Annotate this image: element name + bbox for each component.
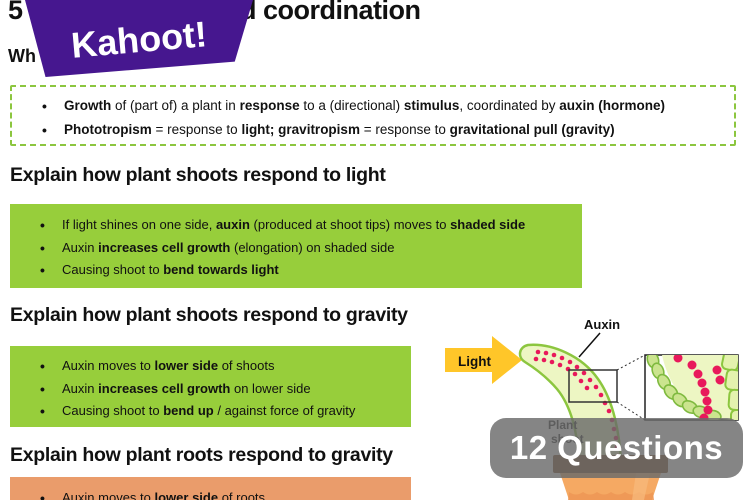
zoom-connector-top — [616, 354, 646, 371]
definition-box: Growth of (part of) a plant in response … — [10, 85, 736, 146]
zoom-connector-bottom — [616, 401, 646, 421]
bullet-item: Auxin increases cell growth (elongation)… — [32, 237, 572, 260]
cell-inset — [644, 354, 739, 421]
heading-shoots-light: Explain how plant shoots respond to ligh… — [10, 164, 386, 186]
bullet-item: Auxin moves to lower side of roots — [32, 487, 401, 500]
bullet-item: Phototropism = response to light; gravit… — [34, 118, 724, 142]
shoots-gravity-bullet-list: Auxin moves to lower side of shootsAuxin… — [32, 355, 401, 423]
shoots-light-bullet-list: If light shines on one side, auxin (prod… — [32, 214, 572, 282]
shoots-gravity-box: Auxin moves to lower side of shootsAuxin… — [10, 346, 411, 427]
bullet-item: Auxin increases cell growth on lower sid… — [32, 378, 401, 401]
large-cells — [721, 355, 738, 420]
bullet-item: Auxin moves to lower side of shoots — [32, 355, 401, 378]
bullet-item: Causing shoot to bend up / against force… — [32, 400, 401, 423]
subtitle-fragment: Wh — [8, 46, 36, 66]
heading-roots-gravity: Explain how plant roots respond to gravi… — [10, 444, 393, 466]
bullet-item: If light shines on one side, auxin (prod… — [32, 214, 572, 237]
page-title-fragment-right: d coordination — [240, 0, 421, 25]
page-title-fragment-left: 5 — [8, 0, 23, 25]
roots-gravity-bullet-list: Auxin moves to lower side of roots — [32, 487, 401, 500]
auxin-label: Auxin — [584, 317, 620, 332]
bullet-item: Causing shoot to bend towards light — [32, 259, 572, 282]
question-count-badge: 12 Questions — [490, 418, 743, 478]
roots-gravity-box: Auxin moves to lower side of roots — [10, 477, 411, 500]
auxin-pointer-line — [578, 332, 601, 358]
kahoot-wordmark: Kahoot! — [69, 13, 209, 66]
kahoot-logo: Kahoot! — [25, 0, 253, 77]
shoots-light-box: If light shines on one side, auxin (prod… — [10, 204, 582, 288]
heading-shoots-gravity: Explain how plant shoots respond to grav… — [10, 304, 408, 326]
zoom-region-rect — [568, 369, 618, 403]
light-label: Light — [458, 354, 491, 369]
definition-bullet-list: Growth of (part of) a plant in response … — [34, 94, 724, 142]
question-count-label: 12 Questions — [509, 429, 724, 466]
light-arrow-icon: Light — [445, 336, 522, 384]
bullet-item: Growth of (part of) a plant in response … — [34, 94, 724, 118]
small-cells — [646, 355, 722, 420]
